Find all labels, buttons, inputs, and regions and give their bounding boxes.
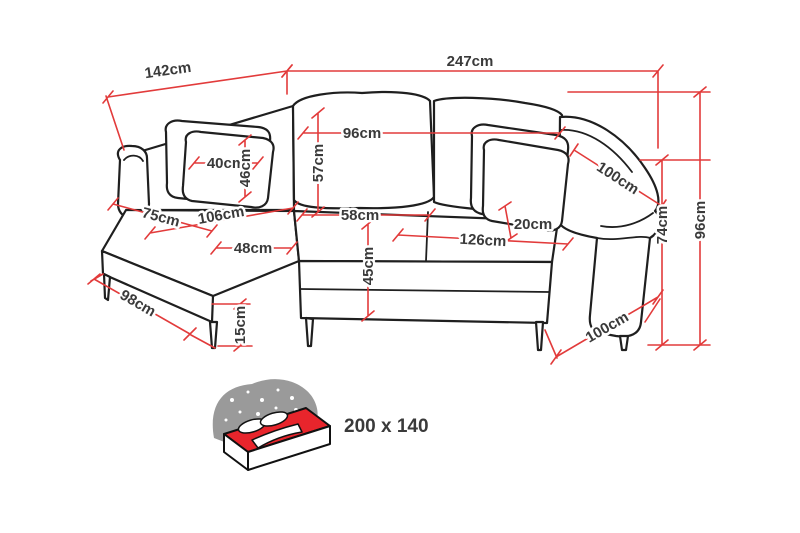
dim-line-left-section-depth <box>102 64 293 151</box>
dimension-labels: 142cm 247cm 96cm 40cm 46cm 57cm 75cm 106… <box>114 51 711 349</box>
dimension-lines <box>87 64 711 365</box>
bed-size-label: 200 x 140 <box>344 416 429 437</box>
bed-size-badge: 200 x 140 <box>212 379 429 471</box>
dim-label-back-section-width: 96cm <box>343 125 381 142</box>
dim-label-armrest-height: 74cm <box>654 206 671 244</box>
dim-line-chaise-seat-width <box>107 197 218 238</box>
dim-label-cushion-width: 40cm <box>207 155 245 172</box>
dim-label-seat-height: 45cm <box>360 247 377 285</box>
seat-front-seam-line <box>299 288 550 293</box>
dim-label-leg-height: 15cm <box>232 306 249 344</box>
dim-line-front-edge-depth <box>210 241 298 255</box>
dim-label-cushion-height: 46cm <box>237 149 254 187</box>
bed-pillow-right <box>259 411 289 427</box>
bed-mattress-front-face <box>247 425 331 471</box>
dim-line-seat-width <box>392 228 574 251</box>
left-armrest-contour-line <box>123 154 144 162</box>
dim-label-front-edge-depth: 48cm <box>234 240 272 257</box>
dim-label-backrest-height: 57cm <box>310 144 327 182</box>
leg-chaise-front <box>208 320 219 350</box>
dim-label-total-width: 247cm <box>447 53 494 70</box>
dim-line-cushion-width <box>188 156 264 170</box>
leg-main-right <box>534 320 545 352</box>
dim-line-seat-height <box>361 218 375 322</box>
dim-label-total-height: 96cm <box>692 201 709 239</box>
dim-label-left-section-depth: 142cm <box>144 59 193 82</box>
dim-line-total-width <box>281 64 664 149</box>
bed-sheet-fold <box>251 423 303 449</box>
dim-line-cushion-height <box>238 134 252 203</box>
dim-label-arm-cushion-thickness: 20cm <box>514 216 552 233</box>
main-seat-front-face <box>297 259 554 325</box>
dim-line-arm-cushion-thickness <box>498 201 518 243</box>
dim-line-side-depth <box>544 289 664 365</box>
dim-line-armrest-height <box>655 154 669 351</box>
sofa-drawing <box>100 90 661 352</box>
dim-line-chaise-seat-length <box>144 201 299 240</box>
right-armrest-contour-lines <box>559 129 654 241</box>
dim-line-back-section-width <box>297 126 566 140</box>
chaise-pillow-front <box>181 130 275 209</box>
dim-label-seat-depth: 58cm <box>341 207 379 224</box>
leg-main-left <box>304 316 315 348</box>
leg-armrest <box>618 334 630 352</box>
dim-leader-lines-right <box>567 91 711 346</box>
dim-line-seat-depth <box>296 208 436 222</box>
right-pillow-front <box>481 138 570 232</box>
dim-label-seat-width: 126cm <box>459 231 507 250</box>
dim-line-chaise-floor-depth <box>87 273 216 349</box>
dim-line-leg-height <box>211 298 253 352</box>
sofa-legs <box>102 272 630 352</box>
